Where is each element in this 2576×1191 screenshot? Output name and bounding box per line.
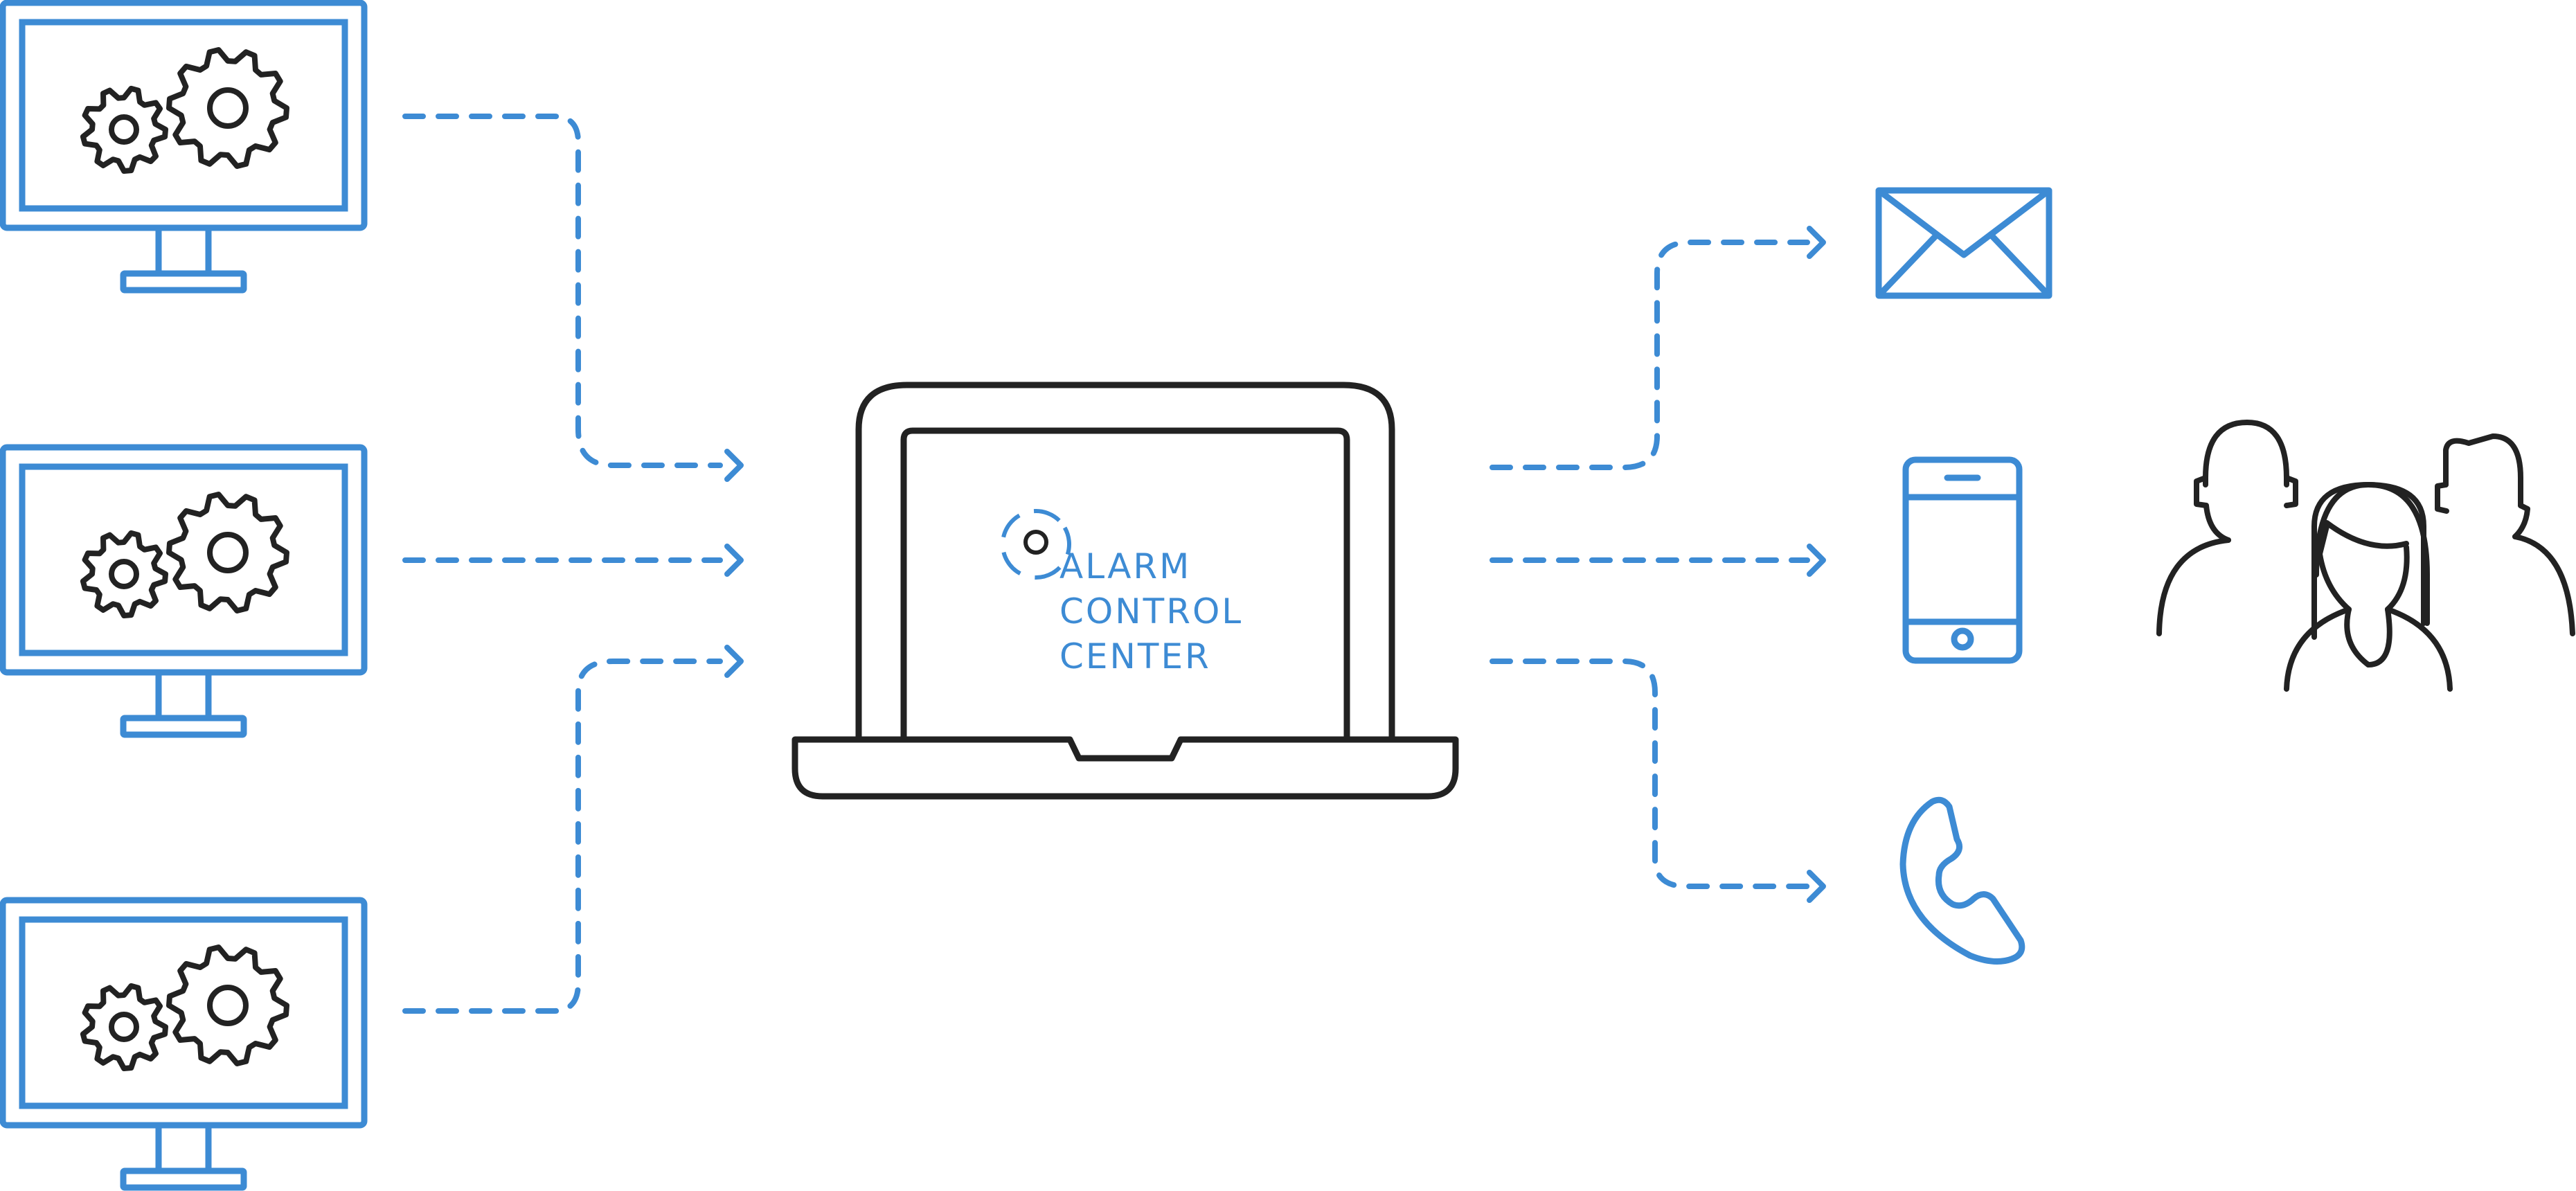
person-center-icon xyxy=(2284,482,2453,692)
arrowhead xyxy=(1807,544,1826,577)
incoming-connectors xyxy=(402,114,723,1014)
arrowhead xyxy=(724,449,744,482)
incoming-arrowheads xyxy=(724,449,744,678)
connector-bottom xyxy=(402,659,723,1014)
person-left-icon xyxy=(2156,420,2298,636)
arrowhead xyxy=(724,645,744,678)
person-right-icon xyxy=(2435,433,2575,636)
laptop-icon xyxy=(791,382,1459,800)
source-monitor-bottom xyxy=(3,900,364,1188)
people-group-icon xyxy=(2156,420,2575,692)
arrowhead xyxy=(1807,226,1826,259)
gears-icon xyxy=(80,492,289,618)
gear-hub xyxy=(207,985,249,1026)
gears-icon xyxy=(80,47,289,174)
small-gear-icon xyxy=(80,983,168,1071)
smartphone-icon xyxy=(1902,456,2023,664)
large-gear-icon xyxy=(166,944,289,1066)
gear-hub xyxy=(109,1012,139,1042)
small-gear-icon xyxy=(80,530,168,618)
arrowhead xyxy=(1807,870,1826,903)
laptop-label-line-3: CENTER xyxy=(1059,636,1211,677)
gear-hub xyxy=(207,532,249,573)
gear-hub xyxy=(109,114,139,145)
gear-hub xyxy=(109,559,139,589)
alarm-logo-icon xyxy=(1001,509,1071,580)
phone-handset-icon xyxy=(1899,796,2025,965)
connector-to-email xyxy=(1490,240,1810,470)
small-gear-icon xyxy=(80,85,168,174)
outgoing-connectors xyxy=(1490,240,1810,889)
monitor-icon xyxy=(3,3,364,290)
monitor-icon xyxy=(3,900,364,1188)
connector-top xyxy=(402,114,723,468)
gears-icon xyxy=(80,944,289,1071)
gear-hub xyxy=(207,87,249,129)
arrowhead xyxy=(724,544,744,577)
laptop-label-line-1: ALARM xyxy=(1059,546,1191,586)
monitor-icon xyxy=(3,447,364,735)
source-monitor-middle xyxy=(3,447,364,735)
connector-to-phone xyxy=(1490,659,1810,889)
large-gear-icon xyxy=(166,492,289,614)
envelope-icon xyxy=(1875,187,2052,299)
source-monitor-top xyxy=(3,3,364,290)
large-gear-icon xyxy=(166,47,289,169)
laptop-label-line-2: CONTROL xyxy=(1059,591,1243,632)
outgoing-arrowheads xyxy=(1807,226,1826,903)
